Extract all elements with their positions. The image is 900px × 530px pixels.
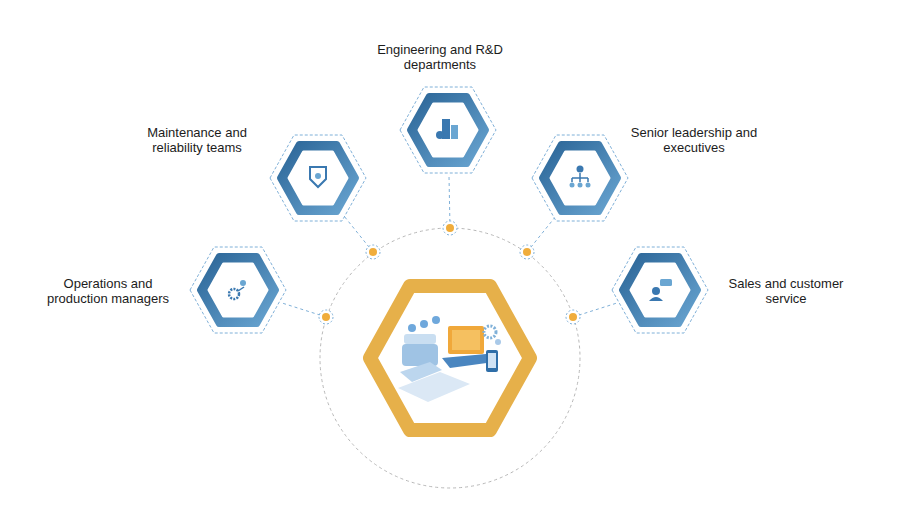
role-hexagon: Maintenance and reliability teams xyxy=(268,133,368,223)
orbit-dot xyxy=(446,224,454,232)
hexagon-dashed-outline xyxy=(532,135,628,221)
dot-ring xyxy=(319,310,333,324)
icon-part xyxy=(577,166,584,173)
orbit-circle xyxy=(320,228,580,488)
role-label: Operations and production managers xyxy=(36,276,181,306)
icon-part xyxy=(238,287,244,291)
role-label: Engineering and R&D departments xyxy=(360,42,520,72)
phone-screen xyxy=(488,353,496,368)
gear xyxy=(484,326,496,338)
gear-small xyxy=(495,339,501,345)
icon-part xyxy=(649,297,663,301)
icon-part xyxy=(652,287,660,295)
role-hexagon: Sales and customer service xyxy=(610,245,710,335)
role-hexagon: Senior leadership and executives xyxy=(530,133,630,223)
hexagon-shape xyxy=(188,245,288,335)
hexagon-shape xyxy=(530,133,630,223)
role-label: Senior leadership and executives xyxy=(629,125,759,155)
dot-ring xyxy=(443,221,457,235)
hexagon-shape xyxy=(610,245,710,335)
hexagon-ring xyxy=(542,144,618,212)
sensor xyxy=(408,324,416,332)
hexagon-inner xyxy=(289,152,347,204)
leader-line xyxy=(449,176,450,228)
orbit-dot xyxy=(569,313,577,321)
icon-part xyxy=(572,173,588,182)
hexagon-inner xyxy=(631,264,689,316)
hexagon-ring xyxy=(410,96,486,164)
laptop-screen-inner xyxy=(452,330,480,350)
role-label: Maintenance and reliability teams xyxy=(130,125,265,155)
laptop-screen xyxy=(448,326,484,354)
center-hexagon xyxy=(370,286,530,430)
server-block xyxy=(404,334,436,344)
role-hexagon: Engineering and R&D departments xyxy=(398,85,498,175)
server-block xyxy=(402,344,438,366)
orbit-dot xyxy=(523,248,531,256)
hexagon-shape xyxy=(398,85,498,175)
hexagon-dashed-outline xyxy=(612,247,708,333)
icon-part xyxy=(240,280,246,286)
icon-part xyxy=(660,279,672,286)
icon-part xyxy=(586,183,591,188)
orbit-dot xyxy=(322,313,330,321)
dot-ring xyxy=(520,245,534,259)
phone xyxy=(486,350,498,372)
hexagon-dashed-outline xyxy=(400,87,496,173)
role-label: Sales and customer service xyxy=(716,276,856,306)
sensor xyxy=(432,316,440,324)
sensor xyxy=(420,320,428,328)
keyboard-tray xyxy=(400,362,442,382)
icon-part xyxy=(310,167,326,187)
icon-part xyxy=(315,173,321,179)
icon-part xyxy=(451,125,458,139)
hexagon-shape xyxy=(268,133,368,223)
industry-illustration xyxy=(398,316,501,402)
hexagon-inner xyxy=(551,152,609,204)
hexagon-inner xyxy=(209,264,267,316)
icon-part xyxy=(436,131,444,139)
hexagon-ring xyxy=(280,144,356,212)
hexagon-dashed-outline xyxy=(190,247,286,333)
icon-part xyxy=(229,289,239,299)
dot-ring xyxy=(566,310,580,324)
hexagon-dashed-outline xyxy=(270,135,366,221)
hexagon-inner xyxy=(419,104,477,156)
orbit-dot xyxy=(369,248,377,256)
hexagon-ring xyxy=(622,256,698,324)
icon-part xyxy=(578,183,583,188)
icon-part xyxy=(570,183,575,188)
role-hexagon: Operations and production managers xyxy=(188,245,288,335)
hexagon-ring xyxy=(200,256,276,324)
dot-ring xyxy=(366,245,380,259)
